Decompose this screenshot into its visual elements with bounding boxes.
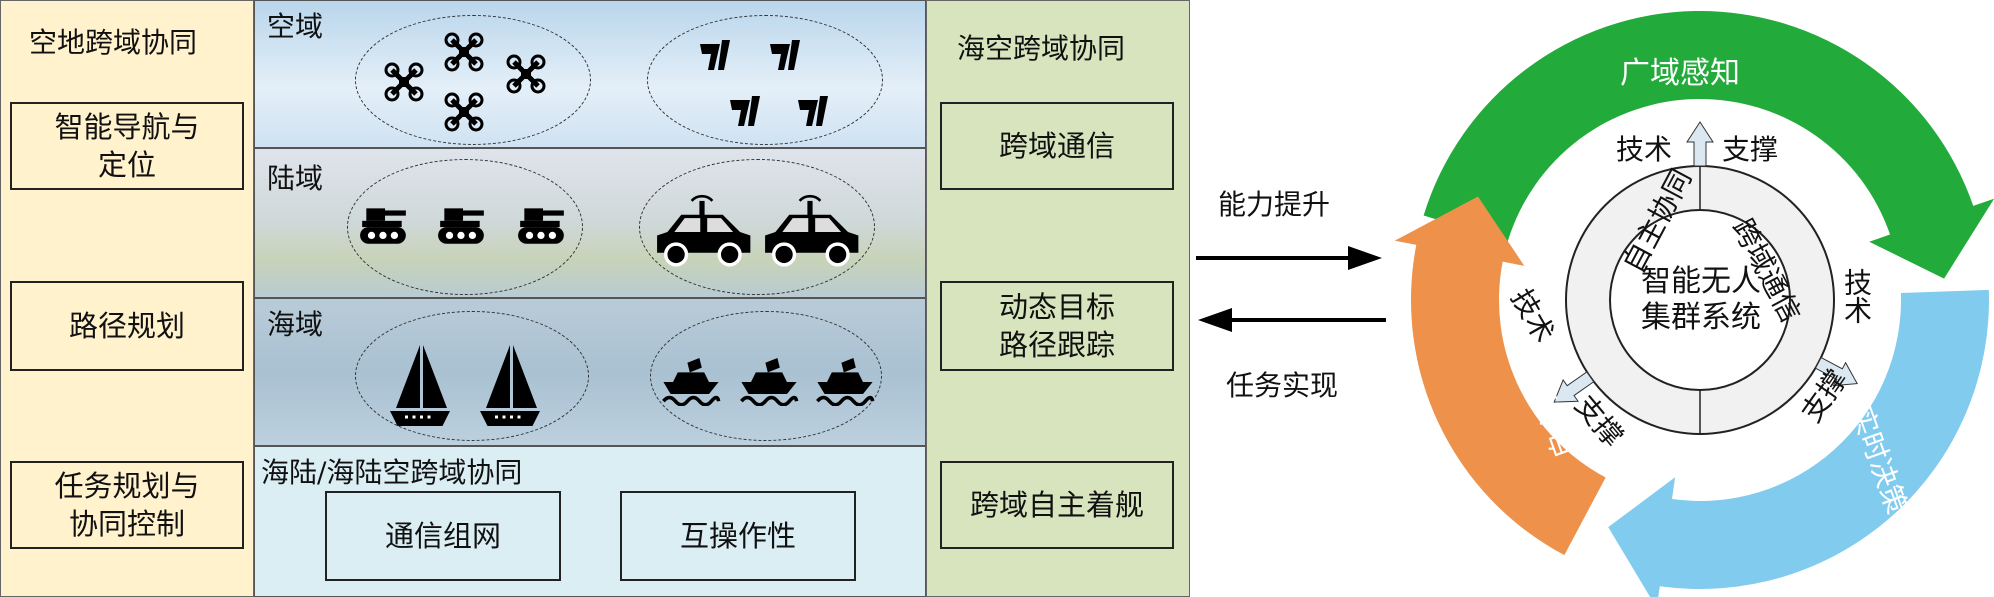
land-domain-band: 陆域	[254, 148, 926, 298]
box-task-planning-control: 任务规划与 协同控制	[10, 461, 244, 549]
box-communication-networking: 通信组网	[325, 491, 561, 581]
drone-group	[355, 15, 591, 145]
ship-icon	[739, 358, 799, 406]
ship-icon	[661, 358, 721, 406]
stage-wide-area-perception: 广域感知	[1620, 56, 1740, 91]
box-dynamic-target-tracking: 动态目标 路径跟踪	[940, 281, 1174, 371]
autonomous-car-icon	[758, 194, 862, 270]
support-arrow-up-icon	[1686, 121, 1714, 167]
box-path-planning: 路径规划	[10, 281, 244, 371]
airplane-icon	[794, 90, 834, 130]
drone-icon	[384, 62, 424, 102]
ship-group	[650, 311, 882, 441]
left-panel-title: 空地跨域协同	[29, 26, 198, 59]
support-arrow-right-icon	[1814, 356, 1858, 387]
tank-icon	[516, 204, 568, 246]
sea-domain-label: 海域	[267, 308, 324, 341]
sea-land-air-band: 海陆/海陆空跨域协同 通信组网 互操作性	[254, 446, 926, 597]
sailboat-icon	[474, 342, 546, 432]
left-arrow-icon	[1198, 308, 1386, 332]
airplane-icon	[696, 34, 736, 74]
airplane-icon	[766, 34, 806, 74]
arrows	[1196, 246, 1386, 332]
real-time-decision-arrow	[1608, 289, 1989, 597]
drone-icon	[444, 32, 484, 72]
support-tech-top: 技术	[1616, 133, 1673, 166]
autonomous-control-arrow	[1394, 196, 1606, 556]
drone-icon	[444, 92, 484, 132]
land-domain-label: 陆域	[267, 162, 324, 195]
sailboat-group	[355, 311, 589, 441]
tank-icon	[358, 204, 410, 246]
left-panel-air-ground: 空地跨域协同 智能导航与 定位 路径规划 任务规划与 协同控制	[0, 0, 254, 597]
tank-group	[347, 159, 583, 295]
tank-icon	[436, 204, 488, 246]
box-cross-domain-communication: 跨域通信	[940, 102, 1174, 190]
support-tech-right: 技术	[1840, 268, 1873, 324]
right-panel-title: 海空跨域协同	[957, 32, 1126, 65]
autonomous-car-icon	[650, 194, 754, 270]
support-support-top: 支撑	[1722, 133, 1779, 166]
ship-icon	[815, 358, 875, 406]
center-label: 智能无人 集群系统	[1641, 264, 1761, 335]
box-navigation-positioning: 智能导航与 定位	[10, 102, 244, 190]
support-arrow-left-icon	[1553, 371, 1595, 403]
task-realization-label: 任务实现	[1226, 369, 1339, 402]
air-domain-band: 空域	[254, 0, 926, 148]
air-domain-label: 空域	[267, 10, 324, 43]
cross-domain-title: 海陆/海陆空跨域协同	[261, 456, 523, 489]
sailboat-icon	[384, 342, 456, 432]
right-arrow-icon	[1196, 246, 1382, 270]
sea-domain-band: 海域	[254, 298, 926, 446]
drone-icon	[506, 54, 546, 94]
airplane-group	[647, 15, 883, 145]
cycle-diagram	[1394, 11, 1994, 597]
box-autonomous-landing: 跨域自主着舰	[940, 461, 1174, 549]
right-panel-sea-air: 海空跨域协同 跨域通信 动态目标 路径跟踪 跨域自主着舰	[926, 0, 1190, 597]
autonomous-car-group	[639, 159, 875, 295]
box-interoperability: 互操作性	[620, 491, 856, 581]
capability-improvement-label: 能力提升	[1218, 188, 1331, 221]
wide-area-perception-arrow	[1423, 11, 1994, 279]
airplane-icon	[726, 90, 766, 130]
